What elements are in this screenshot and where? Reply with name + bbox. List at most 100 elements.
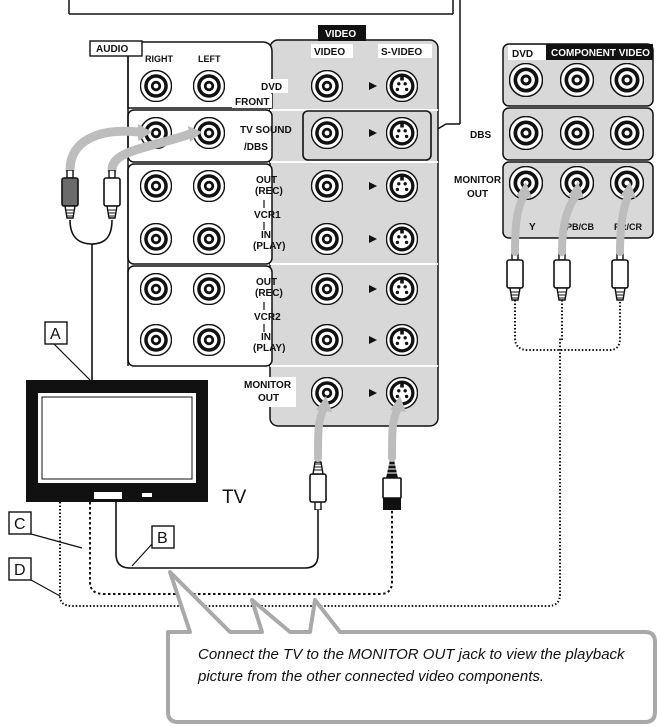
jack-vcr1-in-left[interactable] — [193, 223, 225, 255]
svideo-col-bg — [378, 44, 432, 58]
comp-dvd-bg — [508, 45, 546, 60]
jack-comp-dvd-pr[interactable] — [610, 63, 644, 97]
component-arrows — [511, 192, 632, 256]
vcr2-label: VCR2 — [254, 312, 281, 323]
svg-text:C: C — [14, 516, 26, 533]
jack-comp-dvd-pb[interactable] — [560, 63, 594, 97]
component-title: COMPONENT VIDEO — [551, 48, 650, 59]
arrow-icon — [369, 336, 377, 344]
jack-vcr1-in-right[interactable] — [140, 223, 172, 255]
jack-tvsound-svideo[interactable] — [386, 117, 418, 149]
component-monitor-label: MONITOR — [454, 175, 502, 186]
component-cable-d — [59, 338, 561, 607]
component-y-label: Y — [529, 222, 536, 233]
component-pb-label: PB/CB — [566, 222, 595, 232]
audio-plug-right — [61, 170, 79, 219]
marker-a-pointer — [53, 343, 91, 381]
component-plug-y — [506, 252, 524, 301]
arrow-icon — [369, 235, 377, 243]
jack-vcr1-in-video[interactable] — [311, 223, 343, 255]
component-cable-loop — [514, 300, 621, 351]
svideo-cable-c — [89, 502, 393, 595]
jack-vcr1-out-svideo[interactable] — [386, 170, 418, 202]
jack-dvd-right[interactable] — [140, 70, 172, 102]
vcr1-label: VCR1 — [254, 210, 281, 221]
video-column-label: VIDEO — [314, 47, 345, 58]
monitor-out-label-1: MONITOR — [244, 380, 292, 391]
row-label-dbs: /DBS — [244, 142, 268, 153]
jack-comp-dbs-pr[interactable] — [610, 116, 644, 150]
arrow-icon — [369, 182, 377, 190]
video-tab — [318, 25, 366, 41]
callout-box — [166, 570, 657, 724]
svideo-plug — [382, 460, 402, 510]
arrow-icon — [369, 389, 377, 397]
jack-vcr2-out-right[interactable] — [140, 273, 172, 305]
arrow-icon — [369, 82, 377, 90]
component-plug-pb — [553, 252, 571, 301]
vcr2-in-label: IN — [261, 332, 271, 343]
jack-vcr2-in-svideo[interactable] — [386, 324, 418, 356]
arrow-icon — [568, 182, 584, 198]
svg-text:B: B — [157, 530, 168, 547]
jack-comp-dvd-y[interactable] — [509, 63, 543, 97]
arrow-icon — [369, 129, 377, 137]
marker-a: A — [44, 321, 68, 345]
monitor-arrows — [314, 404, 402, 462]
audio-cable-arrows — [65, 126, 195, 175]
audio-tab — [89, 40, 143, 57]
row-label-dvd: DVD — [261, 82, 282, 93]
dvd-label-bg — [256, 79, 288, 93]
jack-comp-dbs-y[interactable] — [509, 116, 543, 150]
jack-vcr1-out-video[interactable] — [311, 170, 343, 202]
component-out-label: OUT — [467, 189, 488, 200]
vcr2-out-label: OUT — [256, 277, 277, 288]
arrow-icon — [138, 124, 152, 141]
jack-vcr2-out-svideo[interactable] — [386, 273, 418, 305]
vcr2-rec-label: (REC) — [255, 288, 283, 299]
marker-c: C — [8, 511, 32, 535]
tv-label: TV — [222, 487, 247, 508]
arrow-icon — [390, 396, 406, 412]
monitor-label-bg — [240, 377, 296, 407]
arrow-icon — [369, 285, 377, 293]
jack-vcr2-out-video[interactable] — [311, 273, 343, 305]
jack-vcr2-in-left[interactable] — [193, 324, 225, 356]
left-column-label: LEFT — [198, 54, 221, 64]
jack-dvd-video[interactable] — [311, 70, 343, 102]
monitor-out-label-2: OUT — [258, 393, 279, 404]
audio-header: AUDIO — [96, 44, 128, 55]
jack-vcr1-in-svideo[interactable] — [386, 223, 418, 255]
jack-vcr2-in-right[interactable] — [140, 324, 172, 356]
video-cable-b — [115, 502, 319, 569]
receiver-frame-lines — [68, 0, 461, 131]
arrow-icon — [620, 182, 636, 198]
s-video-arrows — [369, 82, 377, 397]
audio-cable-loop — [69, 219, 113, 245]
marker-b-pointer — [131, 543, 153, 567]
jack-comp-dbs-pb[interactable] — [560, 116, 594, 150]
row-label-front: FRONT — [235, 97, 269, 108]
vcr1-out-label: OUT — [256, 175, 277, 186]
vcr1-in-label: IN — [261, 230, 271, 241]
jack-vcr2-in-video[interactable] — [311, 324, 343, 356]
tv-set — [26, 380, 208, 502]
svg-text:A: A — [50, 326, 61, 343]
vcr1-rec-label: (REC) — [255, 186, 283, 197]
jack-vcr1-out-left[interactable] — [193, 170, 225, 202]
callout-text: Connect the TV to the MONITOR OUT jack t… — [198, 646, 625, 685]
jack-tvsound-video[interactable] — [311, 117, 343, 149]
jack-vcr1-out-right[interactable] — [140, 170, 172, 202]
marker-d-pointer — [30, 579, 61, 597]
video-col-bg — [311, 44, 353, 58]
jack-dvd-left[interactable] — [193, 70, 225, 102]
comp-title-bg — [546, 44, 653, 60]
marker-d: D — [8, 557, 32, 581]
video-plug — [309, 461, 327, 510]
jack-vcr2-out-left[interactable] — [193, 273, 225, 305]
component-dbs-label: DBS — [470, 130, 491, 141]
vcr2-play-label: (PLAY) — [253, 343, 285, 354]
jack-dvd-svideo[interactable] — [386, 70, 418, 102]
arrow-icon — [516, 182, 532, 198]
